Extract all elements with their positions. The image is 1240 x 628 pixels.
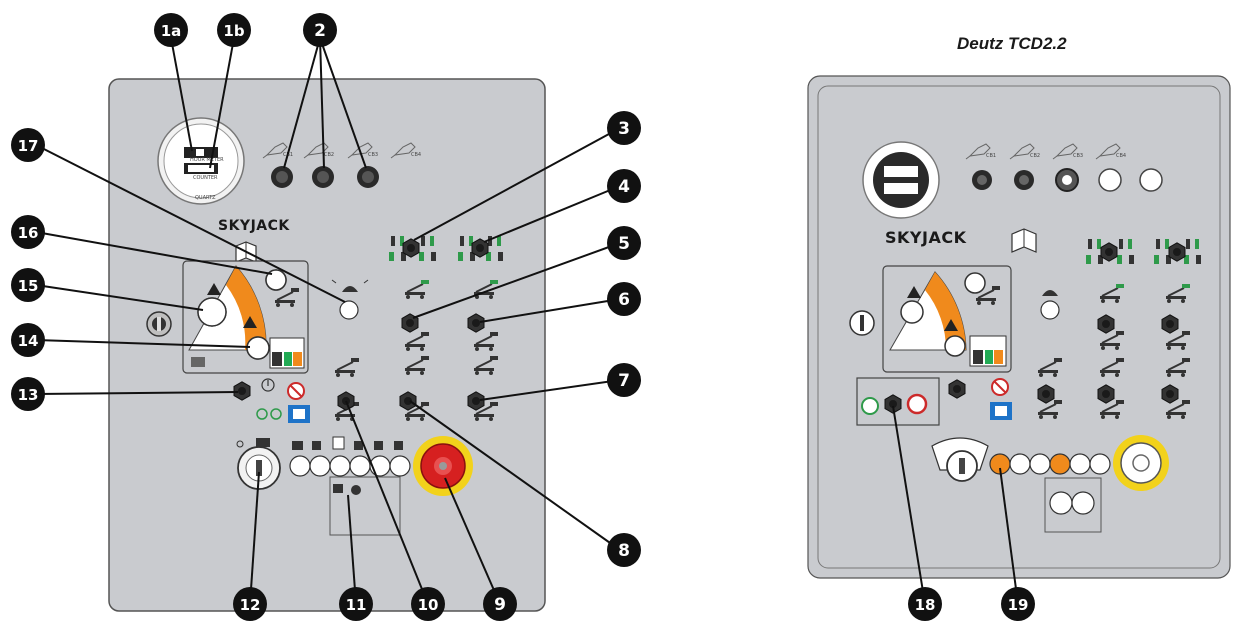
callout-6: 6 — [607, 282, 641, 316]
callout-5-label: 5 — [618, 234, 630, 254]
function-switch-right-4[interactable] — [1098, 385, 1114, 403]
callout-18: 18 — [908, 587, 942, 621]
rotary-knob-right[interactable] — [850, 311, 874, 335]
callout-11: 11 — [339, 587, 373, 621]
callout-11-label: 11 — [346, 596, 367, 614]
no-symbol-icon-right — [992, 379, 1008, 395]
quartz-label: QUARTZ — [195, 195, 216, 201]
callout-2: 2 — [303, 13, 337, 47]
emergency-stop-button-right[interactable] — [1113, 435, 1169, 491]
rotary-knob-left[interactable] — [147, 312, 171, 336]
callout-10-label: 10 — [418, 596, 439, 614]
circuit-breaker-right-3[interactable] — [1056, 169, 1078, 191]
steer-switch-right-a[interactable] — [1101, 243, 1117, 261]
callout-12-label: 12 — [240, 596, 261, 614]
beacon-light-right — [1041, 301, 1059, 319]
right-control-panel: Deutz TCD2.2 CB1 CB2 CB3 CB4 SKYJACK — [808, 34, 1230, 578]
hour-meter-gauge: HOUR METER COUNTER QUARTZ — [158, 118, 244, 204]
fuse-label-right-3: CB3 — [1073, 153, 1083, 159]
callout-13-label: 13 — [18, 386, 39, 404]
callout-13: 13 — [11, 377, 45, 411]
engine-model-title: Deutz TCD2.2 — [957, 34, 1067, 53]
callout-15-label: 15 — [18, 277, 39, 295]
callout-16: 16 — [11, 215, 45, 249]
callout-17: 17 — [11, 128, 45, 162]
callout-3: 3 — [607, 111, 641, 145]
callout-6-label: 6 — [618, 290, 630, 310]
hour-meter-label: HOUR METER — [190, 157, 224, 163]
callout-19: 19 — [1001, 587, 1035, 621]
callout-1b-label: 1b — [223, 22, 244, 40]
function-switch-8[interactable] — [400, 392, 416, 410]
callout-8: 8 — [607, 533, 641, 567]
drive-speed-button[interactable] — [247, 337, 269, 359]
callout-12: 12 — [233, 587, 267, 621]
platform-blue-icon — [288, 405, 310, 423]
beacon-light — [340, 301, 358, 319]
circuit-breaker-right-2[interactable] — [1014, 170, 1034, 190]
green-start-button[interactable] — [862, 398, 878, 414]
callout-4-label: 4 — [618, 177, 630, 197]
callout-16-label: 16 — [18, 224, 39, 242]
callout-7: 7 — [607, 363, 641, 397]
function-switch-right-3[interactable] — [1038, 385, 1054, 403]
callout-15: 15 — [11, 268, 45, 302]
circuit-breaker-2[interactable] — [312, 166, 334, 188]
function-switch-right-2[interactable] — [1162, 315, 1178, 333]
callout-1a-label: 1a — [161, 22, 182, 40]
emergency-stop-button[interactable] — [413, 436, 473, 496]
callout-2-label: 2 — [314, 21, 326, 41]
fuse-label-right-4: CB4 — [1116, 153, 1126, 159]
circuit-breaker-right-5[interactable] — [1140, 169, 1162, 191]
base-platform-selector-right[interactable] — [949, 380, 965, 398]
callout-5: 5 — [607, 226, 641, 260]
brand-logo-right: SKYJACK — [885, 228, 967, 247]
function-switch-right-1[interactable] — [1098, 315, 1114, 333]
circuit-breaker-1[interactable] — [271, 166, 293, 188]
callout-18-label: 18 — [915, 596, 936, 614]
lift-speed-button[interactable] — [198, 298, 226, 326]
callout-7-label: 7 — [618, 371, 630, 391]
steer-switch-3[interactable] — [403, 239, 419, 257]
callout-9-label: 9 — [494, 595, 506, 615]
circuit-breaker-right-1[interactable] — [972, 170, 992, 190]
function-switch-right-5[interactable] — [1162, 385, 1178, 403]
callout-19-label: 19 — [1008, 596, 1029, 614]
hour-meter-gauge-right — [863, 142, 939, 218]
callout-1a: 1a — [154, 13, 188, 47]
fuse-label-right-2: CB2 — [1030, 153, 1040, 159]
callout-1b: 1b — [217, 13, 251, 47]
fuse-label-2: CB2 — [324, 152, 334, 158]
fuse-label-3: CB3 — [368, 152, 378, 158]
function-switch-7[interactable] — [468, 392, 484, 410]
fuse-label-4: CB4 — [411, 152, 421, 158]
base-platform-selector[interactable] — [234, 382, 250, 400]
function-switch-6[interactable] — [468, 314, 484, 332]
callout-17-label: 17 — [18, 137, 39, 155]
steer-switch-right-b[interactable] — [1169, 243, 1185, 261]
no-symbol-icon — [288, 383, 304, 399]
counter-label: COUNTER — [193, 175, 218, 181]
callout-8-label: 8 — [618, 541, 630, 561]
circuit-breaker-right-4[interactable] — [1099, 169, 1121, 191]
callout-3-label: 3 — [618, 119, 630, 139]
lift-drive-speed-panel-right — [883, 266, 1011, 372]
fuse-label-right-1: CB1 — [986, 153, 996, 159]
callout-9: 9 — [483, 587, 517, 621]
brand-logo: SKYJACK — [218, 218, 290, 234]
circuit-breaker-3[interactable] — [357, 166, 379, 188]
callout-4: 4 — [607, 169, 641, 203]
platform-blue-icon-right — [990, 402, 1012, 420]
callout-14: 14 — [11, 323, 45, 357]
callout-10: 10 — [411, 587, 445, 621]
red-stop-button[interactable] — [908, 395, 926, 413]
callout-14-label: 14 — [18, 332, 39, 350]
